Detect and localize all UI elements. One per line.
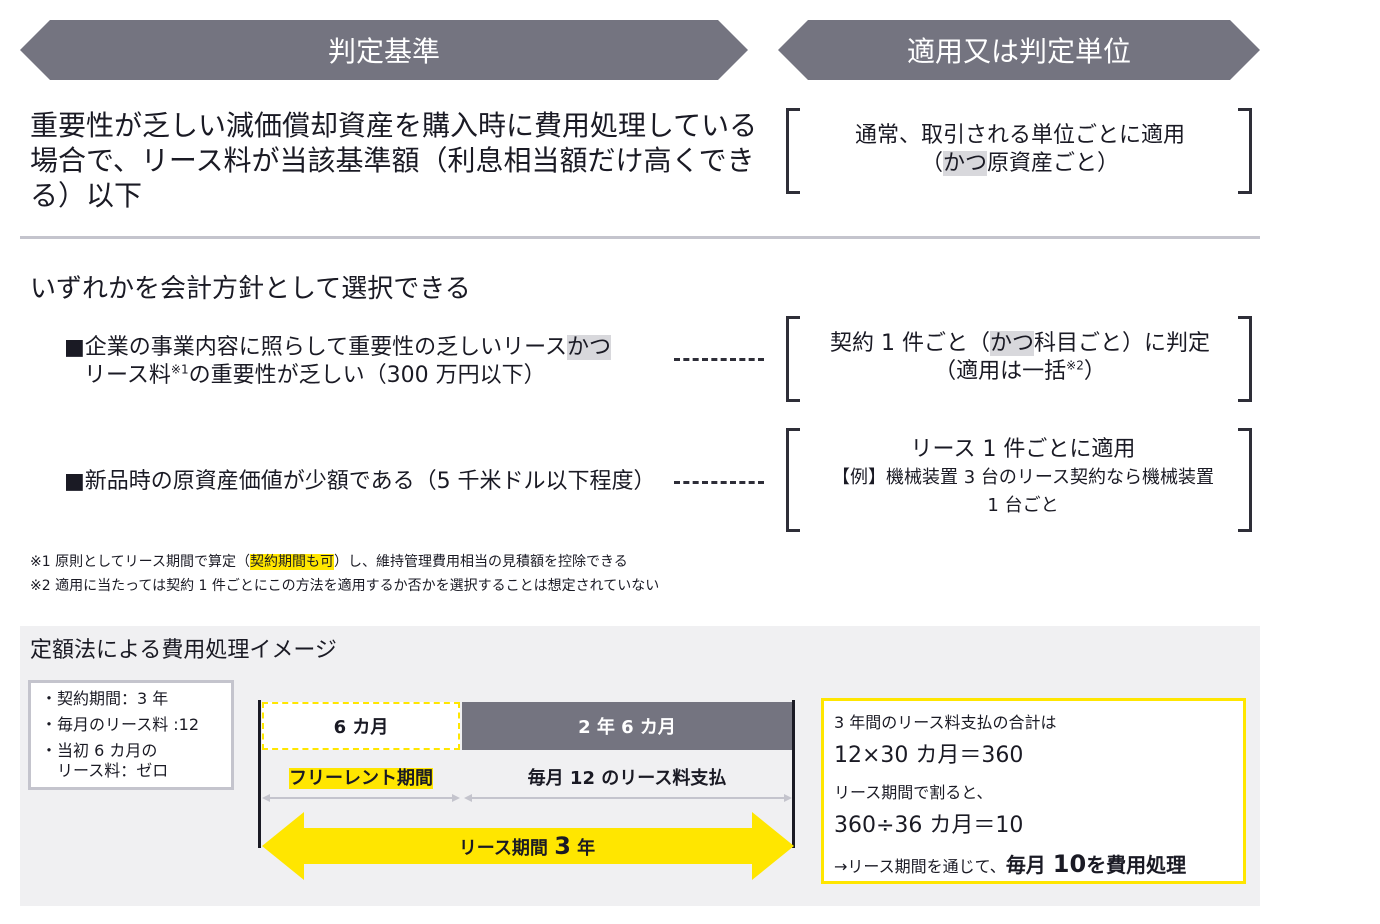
bracket-right-option2 bbox=[1238, 428, 1252, 532]
footnote-1-highlight: 契約期間も可 bbox=[249, 554, 334, 570]
calc-line5-value: 10 bbox=[1052, 850, 1087, 878]
main-unit-line1: 通常、取引される単位ごとに適用 bbox=[854, 123, 1185, 148]
option1-line2: リース料※1の重要性が乏しい（300 万円以下） bbox=[64, 362, 644, 390]
main-unit-rest: 原資産ごと） bbox=[987, 151, 1120, 176]
timeline-graphics bbox=[262, 794, 794, 880]
option1-line1: ■企業の事業内容に照らして重要性の乏しいリースかつ bbox=[64, 334, 644, 362]
option2-unit-line3: 1 台ごと bbox=[987, 495, 1059, 516]
option1-unit-highlight: かつ bbox=[989, 331, 1034, 356]
option1-unit2-b: ） bbox=[1083, 359, 1106, 384]
option2-unit: リース 1 件ごとに適用 【例】機械装置 3 台のリース契約なら機械装置 1 台… bbox=[800, 436, 1246, 520]
conditions-box: ・契約期間：3 年 ・毎月のリース料 :12 ・当初 6 カ月の リース料：ゼロ bbox=[28, 680, 234, 790]
option1-unit-a: 契約 1 件ごと（ bbox=[829, 331, 990, 356]
calc-line5-d: を費用処理 bbox=[1086, 853, 1187, 877]
paid-label: 毎月 12 のリース料支払 bbox=[527, 768, 727, 789]
option1-footnote-ref: ※1 bbox=[170, 362, 189, 377]
bracket-right-option1 bbox=[1238, 316, 1252, 402]
footnote-1: ※1 原則としてリース期間で算定（契約期間も可）し、維持管理費用相当の見積額を控… bbox=[30, 552, 628, 572]
footnote-2: ※2 適用に当たっては契約 1 件ごとにこの方法を適用するか否かを選択することは… bbox=[30, 578, 660, 594]
option2-text: ■新品時の原資産価値が少額である（5 千米ドル以下程度） bbox=[64, 469, 656, 494]
option2-connector bbox=[674, 481, 764, 484]
free-rent-duration-box: 6 カ月 bbox=[262, 702, 460, 750]
option1-unit: 契約 1 件ごと（かつ科目ごと）に判定 （適用は一括※2） bbox=[800, 330, 1240, 386]
condition-item: ・当初 6 カ月の bbox=[41, 741, 158, 760]
condition-item: ・契約期間：3 年 bbox=[41, 689, 169, 708]
bracket-left-main bbox=[786, 108, 800, 194]
free-rent-label-text: フリーレント期間 bbox=[289, 768, 433, 789]
lease-term-arrow bbox=[262, 812, 794, 880]
option1-unit-line1: 契約 1 件ごと（かつ科目ごと）に判定 bbox=[800, 330, 1240, 358]
option1-connector bbox=[674, 358, 764, 361]
condition-item: ・毎月のリース料 :12 bbox=[41, 715, 200, 734]
header-unit-label: 適用又は判定単位 bbox=[906, 35, 1131, 68]
free-rent-duration: 6 カ月 bbox=[333, 717, 389, 738]
bracket-right-main bbox=[1238, 108, 1252, 194]
example-title: 定額法による費用処理イメージ bbox=[30, 638, 337, 663]
bracket-left-option1 bbox=[786, 316, 800, 402]
free-period-span-arrow bbox=[262, 794, 460, 802]
timeline-start-line bbox=[258, 700, 261, 848]
timeline-end-line bbox=[792, 700, 795, 848]
main-unit-line2: （かつ原資産ごと） bbox=[800, 150, 1240, 178]
option1-highlight: かつ bbox=[567, 335, 612, 360]
option1-text: ■企業の事業内容に照らして重要性の乏しいリースかつ リース料※1の重要性が乏しい… bbox=[64, 334, 644, 390]
calc-line4: 360÷36 カ月＝10 bbox=[834, 813, 1024, 838]
option1-line2-b: の重要性が乏しい（300 万円以下） bbox=[188, 363, 546, 388]
calc-line5: →リース期間を通じて、毎月 10を費用処理 bbox=[834, 849, 1186, 878]
calculation-box: 3 年間のリース料支払の合計は 12×30 カ月＝360 リース期間で割ると、 … bbox=[821, 698, 1246, 884]
paid-period-span-arrow bbox=[464, 794, 792, 802]
lease-term-label-a: リース期間 bbox=[458, 838, 555, 859]
lease-term-label-c: 年 bbox=[570, 838, 596, 859]
main-unit: 通常、取引される単位ごとに適用 （かつ原資産ごと） bbox=[800, 122, 1240, 178]
option1-line2-a: リース料 bbox=[84, 363, 171, 388]
lease-term-years: 3 bbox=[554, 832, 571, 860]
option1-unit2-a: （適用は一括 bbox=[934, 359, 1067, 384]
calc-line3: リース期間で割ると、 bbox=[834, 783, 993, 802]
condition-item: リース料：ゼロ bbox=[41, 761, 169, 780]
main-criterion-text: 重要性が乏しい減価償却資産を購入時に費用処理している場合で、リース料が当該基準額… bbox=[30, 109, 758, 212]
paid-duration-box: 2 年 6 カ月 bbox=[462, 702, 792, 750]
lease-term-label: リース期間 3 年 bbox=[262, 832, 792, 860]
calc-line5-a: →リース期間を通じて、 bbox=[834, 857, 1006, 876]
paid-duration: 2 年 6 カ月 bbox=[578, 717, 676, 738]
header-unit-banner: 適用又は判定単位 bbox=[778, 20, 1260, 80]
header-criteria-label: 判定基準 bbox=[327, 35, 440, 68]
bracket-left-option2 bbox=[786, 428, 800, 532]
option2-unit-line2: 【例】機械装置 3 台のリース契約なら機械装置 bbox=[832, 467, 1214, 488]
footnote-1-b: ）し、維持管理費用相当の見積額を控除できる bbox=[333, 554, 628, 570]
footnote-1-a: ※1 原則としてリース期間で算定（ bbox=[30, 554, 250, 570]
main-unit-highlight: かつ bbox=[942, 151, 987, 176]
section-divider bbox=[20, 236, 1260, 239]
main-unit-paren: （ bbox=[920, 151, 943, 176]
calc-line1: 3 年間のリース料支払の合計は bbox=[834, 713, 1057, 732]
free-rent-label: フリーレント期間 bbox=[262, 764, 460, 790]
option2-unit-line1: リース 1 件ごとに適用 bbox=[910, 437, 1136, 462]
calc-line5-b: 毎月 bbox=[1005, 853, 1053, 877]
header-criteria-banner: 判定基準 bbox=[20, 20, 748, 80]
option1-line1-text: ■企業の事業内容に照らして重要性の乏しいリース bbox=[64, 335, 568, 360]
calc-line2: 12×30 カ月＝360 bbox=[834, 743, 1024, 768]
option1-unit-line2: （適用は一括※2） bbox=[800, 358, 1240, 386]
choose-policy-text: いずれかを会計方針として選択できる bbox=[30, 274, 471, 304]
option1-unit-b: 科目ごと）に判定 bbox=[1033, 331, 1210, 356]
option1-unit-footnote-ref: ※2 bbox=[1066, 358, 1084, 373]
